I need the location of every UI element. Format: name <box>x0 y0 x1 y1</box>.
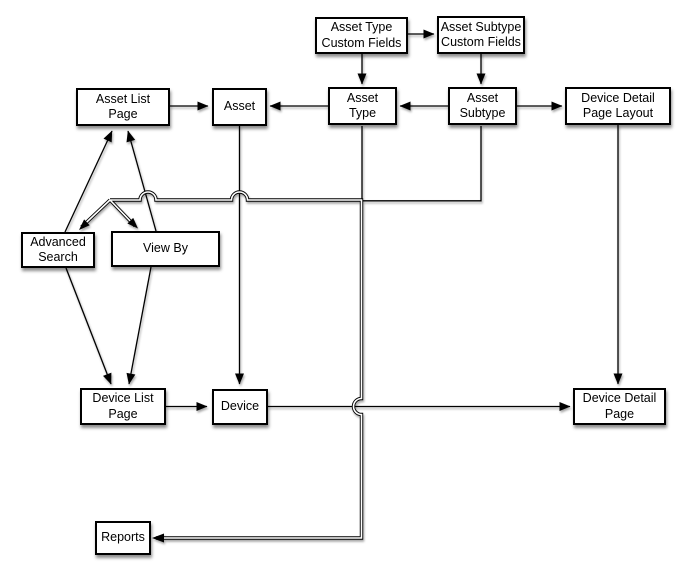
edge-advanced-search-to-asset-list-page <box>64 130 113 233</box>
edge-advanced-search-to-device-list-page <box>65 267 112 385</box>
node-reports: Reports <box>95 521 151 555</box>
node-asset-list-page: Asset List Page <box>76 88 170 126</box>
arrowhead-into-advanced-search <box>79 219 90 230</box>
arrowhead-into-view-by <box>127 217 138 229</box>
double-line-main-white <box>110 191 363 539</box>
node-view-by: View By <box>111 231 220 267</box>
node-asset-type-custom-fields: Asset Type Custom Fields <box>315 17 408 54</box>
node-asset-subtype: Asset Subtype <box>448 87 517 125</box>
node-device: Device <box>212 389 268 425</box>
arrowhead-into-reports <box>152 533 164 543</box>
single-connectors <box>64 29 623 411</box>
node-asset-type: Asset Type <box>328 87 397 125</box>
edge-asset-subtype-to-junction <box>363 126 482 202</box>
node-device-detail-page-layout: Device Detail Page Layout <box>565 87 671 125</box>
edge-view-by-to-device-list-page <box>126 266 152 385</box>
edge-view-by-to-asset-list-page <box>126 130 157 232</box>
double-connector-arrowheads <box>79 217 164 543</box>
node-device-detail-page: Device Detail Page <box>573 388 666 425</box>
node-asset-subtype-custom-fields: Asset Subtype Custom Fields <box>437 16 525 54</box>
node-advanced-search: Advanced Search <box>21 232 95 268</box>
node-device-list-page: Device List Page <box>80 388 166 425</box>
node-asset: Asset <box>212 88 267 126</box>
